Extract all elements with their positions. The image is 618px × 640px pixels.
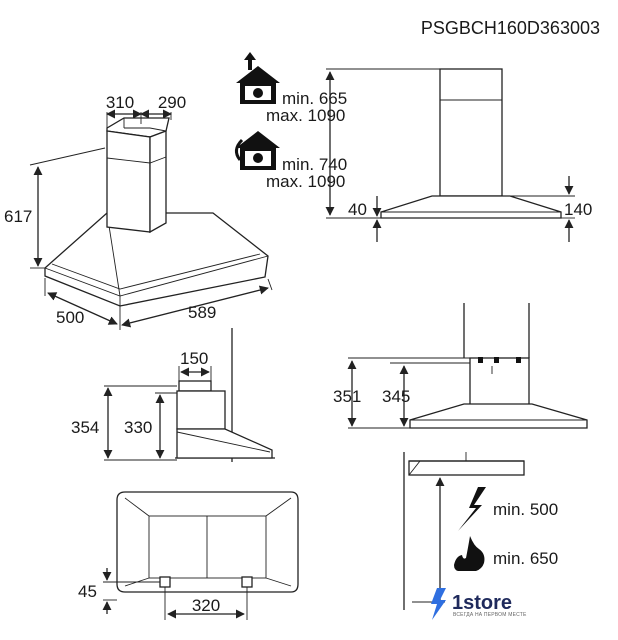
gas-hob-icon bbox=[454, 536, 485, 571]
dim-edge-left: 40 bbox=[348, 200, 367, 219]
lightning-logo-icon bbox=[431, 588, 446, 620]
dim-chimney-width: 310 bbox=[106, 93, 134, 112]
store-watermark: 1store ВСЕГДА НА ПЕРВОМ МЕСТЕ bbox=[431, 588, 527, 620]
iso-view: 310 290 617 500 589 bbox=[4, 93, 273, 330]
dim-chimney-depth: 290 bbox=[158, 93, 186, 112]
house-extraction-icon bbox=[236, 52, 280, 104]
extraction-max: max. 1090 bbox=[266, 106, 345, 125]
dim-width: 589 bbox=[188, 303, 216, 322]
cooker-clearance-view: min. 500 min. 650 bbox=[403, 452, 558, 610]
house-recirculation-icon bbox=[235, 131, 280, 170]
brand-slogan: ВСЕГДА НА ПЕРВОМ МЕСТЕ bbox=[453, 612, 527, 618]
dim-side-outer-height: 354 bbox=[71, 418, 99, 437]
dim-total-height: 617 bbox=[4, 207, 32, 226]
bottom-view: 45 320 bbox=[78, 491, 299, 620]
brand-name: 1store bbox=[452, 592, 512, 614]
front-elevation-view: 40 140 bbox=[325, 68, 592, 242]
dim-side-inner-height: 330 bbox=[124, 418, 152, 437]
clearance-gas: min. 650 bbox=[493, 549, 558, 568]
dim-edge-right: 140 bbox=[564, 200, 592, 219]
dim-bracket-offset: 45 bbox=[78, 582, 97, 601]
model-code: PSGBCH160D363003 bbox=[421, 18, 600, 38]
front-lower-view: 351 345 bbox=[333, 303, 588, 429]
recirculation-max: max. 1090 bbox=[266, 172, 345, 191]
dim-bracket-spacing: 320 bbox=[192, 596, 220, 615]
clearance-electric: min. 500 bbox=[493, 500, 558, 519]
electric-hob-icon bbox=[458, 487, 486, 531]
dim-depth: 500 bbox=[56, 308, 84, 327]
side-view: 150 354 330 bbox=[71, 328, 275, 462]
dim-front-outer-height: 351 bbox=[333, 387, 361, 406]
dim-front-inner-height: 345 bbox=[382, 387, 410, 406]
dim-duct-width: 150 bbox=[180, 349, 208, 368]
